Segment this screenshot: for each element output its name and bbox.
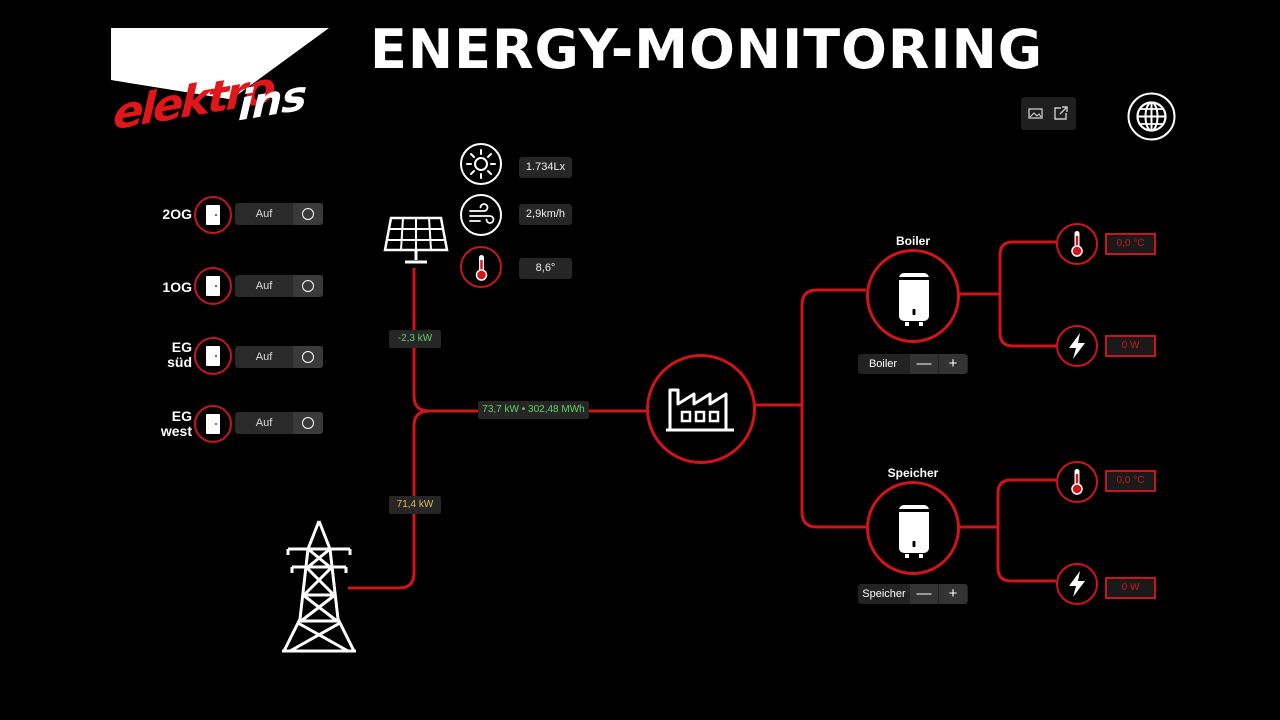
boiler-increase-button[interactable]: + <box>939 354 967 374</box>
door-state: Auf <box>255 208 273 220</box>
page-title: ENERGY-MONITORING <box>370 18 1044 81</box>
solar-flow-label: -2,3 kW <box>389 330 441 348</box>
door-state: Auf <box>255 351 273 363</box>
header-button-group <box>1021 97 1076 130</box>
door-label: 1OG <box>162 279 192 295</box>
boiler-thermometer-icon <box>1056 223 1098 265</box>
boiler-temperature-value: 0,0 °C <box>1105 233 1156 255</box>
door-state: Auf <box>255 417 273 429</box>
speicher-thermometer-icon <box>1056 461 1098 503</box>
speicher-increase-button[interactable]: + <box>939 584 967 604</box>
water-heater-icon <box>899 273 929 326</box>
open-external-icon[interactable] <box>1052 105 1069 122</box>
speicher-node <box>866 481 960 575</box>
water-heater-icon <box>899 505 929 558</box>
door-state: Auf <box>255 280 273 292</box>
door-icon <box>194 337 232 375</box>
boiler-control-label: Boiler <box>868 358 898 370</box>
door-label: EG west <box>160 408 192 439</box>
temperature-value: 8,6° <box>519 258 572 279</box>
toggle-knob-icon <box>302 280 314 292</box>
boiler-node <box>866 249 960 343</box>
factory-flow-label: 73,7 kW • 302,48 MWh <box>478 401 589 419</box>
sun-icon <box>460 143 502 185</box>
door-label: 2OG <box>162 206 192 222</box>
thermometer-icon <box>460 246 502 288</box>
door-switch[interactable]: Auf <box>235 412 323 434</box>
toggle-knob-icon <box>302 351 314 363</box>
wind-value: 2,9km/h <box>519 204 572 225</box>
door-icon <box>194 405 232 443</box>
speicher-power-value: 0 W <box>1105 577 1156 599</box>
toggle-knob-icon <box>302 417 314 429</box>
company-logo: elektro ins <box>111 28 359 136</box>
door-icon <box>194 196 232 234</box>
solar-panel-icon <box>383 216 449 264</box>
globe-icon[interactable] <box>1127 92 1176 141</box>
factory-node <box>646 354 756 464</box>
boiler-title: Boiler <box>895 234 930 248</box>
speicher-control-label: Speicher <box>862 588 906 600</box>
boiler-lightning-icon <box>1056 325 1098 367</box>
wind-icon <box>460 194 502 236</box>
grid-flow-label: 71,4 kW <box>389 496 441 514</box>
speicher-title: Speicher <box>887 466 939 480</box>
speicher-lightning-icon <box>1056 563 1098 605</box>
factory-icon <box>666 388 734 432</box>
boiler-control: Boiler — + <box>858 354 968 374</box>
door-switch[interactable]: Auf <box>235 203 323 225</box>
power-pylon-icon <box>282 520 356 653</box>
door-switch[interactable]: Auf <box>235 346 323 368</box>
toggle-knob-icon <box>302 208 314 220</box>
boiler-decrease-button[interactable]: — <box>910 354 938 374</box>
image-icon[interactable] <box>1027 105 1044 122</box>
speicher-decrease-button[interactable]: — <box>910 584 938 604</box>
door-label: EG süd <box>167 339 192 370</box>
speicher-control: Speicher — + <box>858 584 968 604</box>
door-icon <box>194 267 232 305</box>
boiler-power-value: 0 W <box>1105 335 1156 357</box>
speicher-temperature-value: 0,0 °C <box>1105 470 1156 492</box>
door-switch[interactable]: Auf <box>235 275 323 297</box>
lux-value: 1.734Lx <box>519 157 572 178</box>
